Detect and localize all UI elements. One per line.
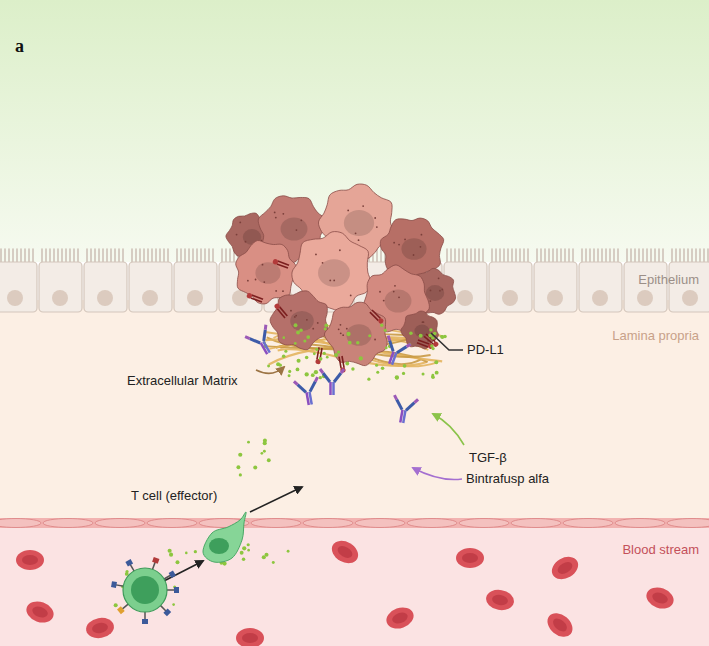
panel-letter: a	[15, 38, 24, 54]
part-label: Bintrafusp alfa	[466, 471, 549, 487]
part-label: Extracellular Matrix	[127, 373, 238, 389]
migration-arrow	[162, 561, 203, 582]
antibody-symbol	[390, 395, 418, 425]
antibody-symbol	[320, 369, 344, 395]
leader-arrow	[256, 367, 284, 373]
part-label: T cell (effector)	[131, 488, 217, 504]
tissue-band: Epithelium	[0, 262, 709, 300]
antibody-symbol	[245, 325, 279, 360]
leader-arrow	[413, 468, 462, 480]
red-blood-cells	[16, 536, 677, 646]
tgf-beta-dots	[114, 323, 447, 610]
lamina-background	[0, 300, 709, 522]
antibody-symbol	[294, 377, 322, 407]
blood-background	[0, 522, 709, 646]
part-label: TGF-β	[469, 450, 507, 466]
migration-arrow	[250, 487, 302, 512]
band-label: Blood stream	[612, 540, 709, 559]
lumen-background	[0, 0, 709, 262]
band-label: Lamina propria	[602, 326, 709, 345]
leader-arrow	[433, 414, 464, 445]
vessel-wall	[0, 518, 709, 528]
part-label: PD-L1	[467, 342, 504, 358]
leader-line	[431, 333, 463, 350]
antibody-symbol	[379, 336, 410, 369]
tumor-cluster	[226, 184, 456, 373]
band-label: Epithelium	[628, 270, 709, 289]
tissue-band: Lamina propria	[0, 312, 709, 518]
tissue-band: Blood stream	[0, 528, 709, 646]
t-cell-figure	[111, 512, 246, 624]
